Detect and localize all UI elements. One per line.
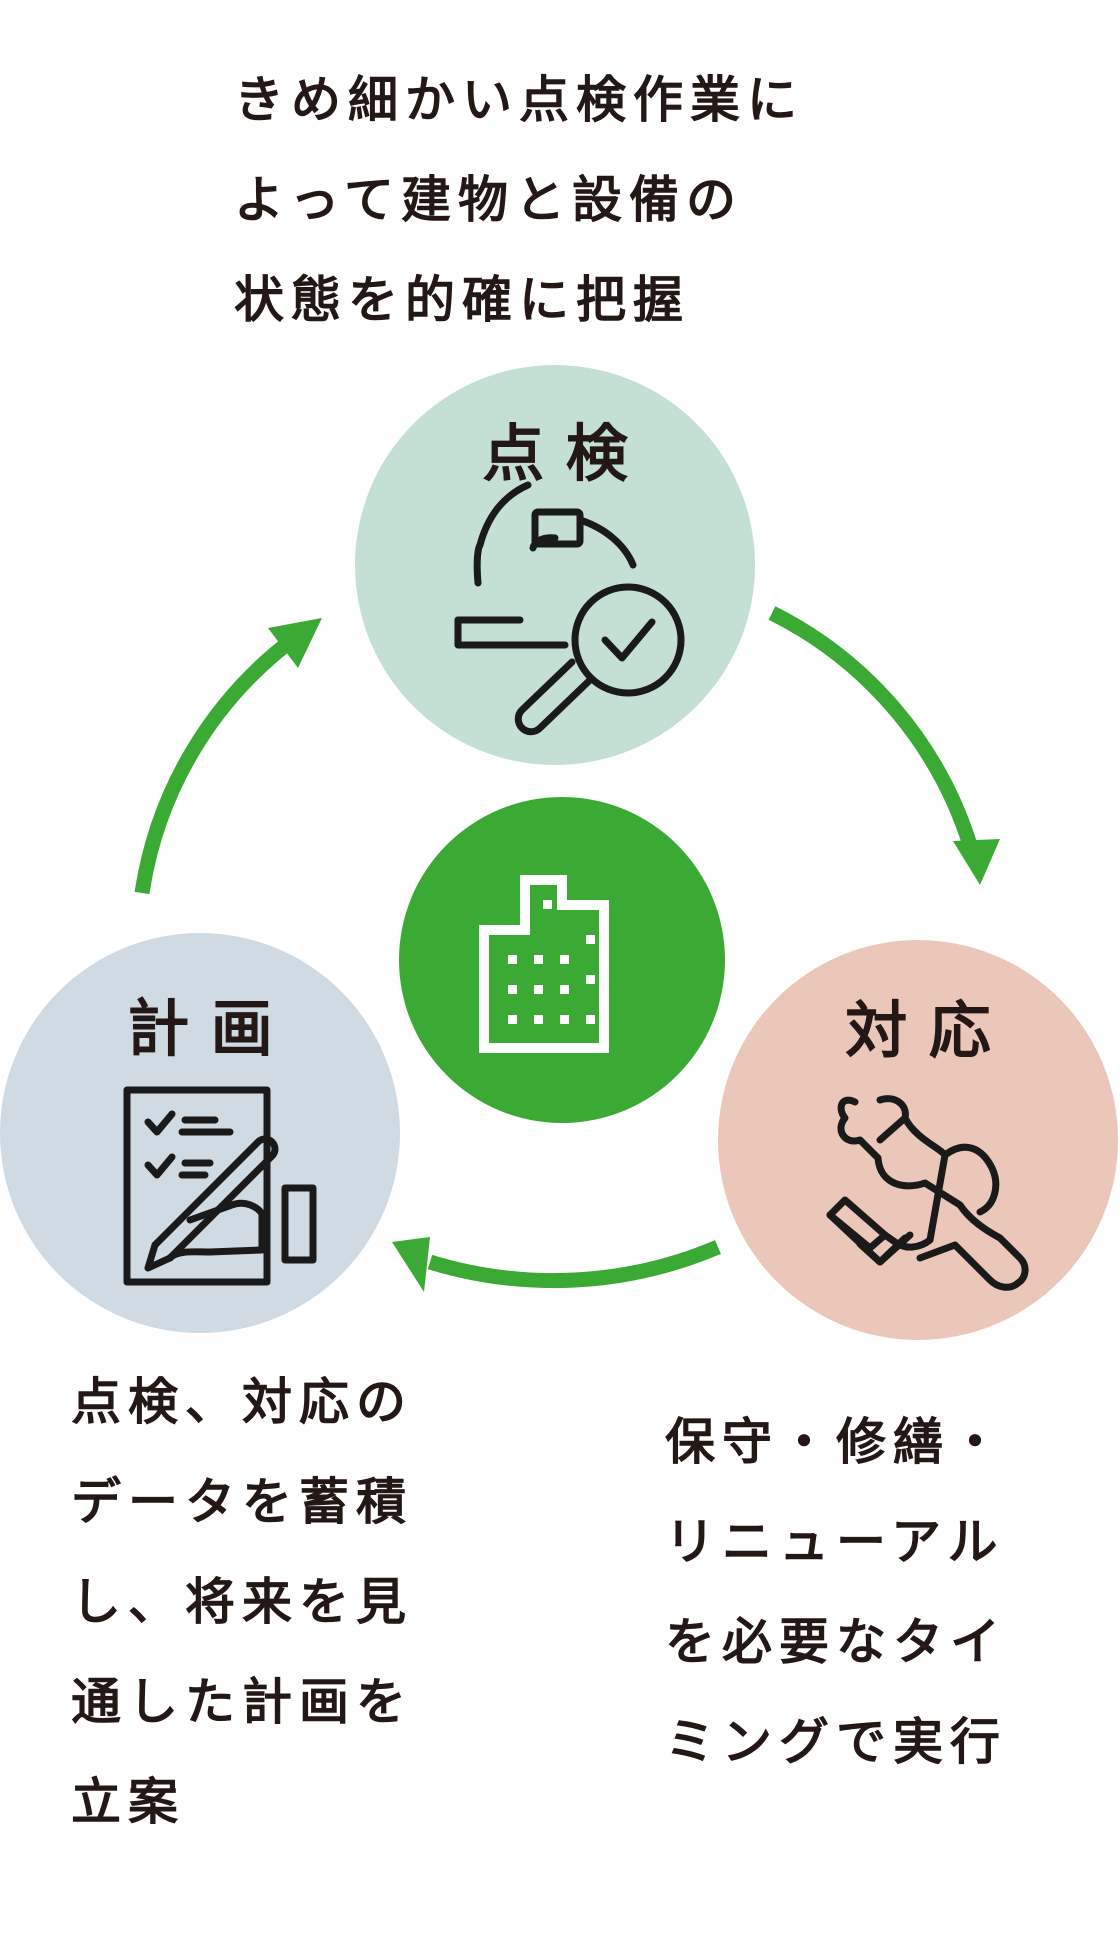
- intro-line: 状態を的確に把握: [234, 271, 690, 329]
- respond-desc-line: を必要なタイ: [665, 1613, 1007, 1671]
- plan-desc-line: 通した計画を: [71, 1673, 413, 1731]
- plan-desc-line: 立案: [71, 1773, 185, 1831]
- node-respond: 対 応: [718, 940, 1118, 1340]
- respond-desc-line: リニューアル: [665, 1513, 1005, 1571]
- node-plan: 計 画: [0, 933, 400, 1333]
- plan-description: 点検、対応の データを蓄積 し、将来を見 通した計画を 立案: [71, 1352, 413, 1852]
- plan-desc-line: 点検、対応の: [71, 1373, 413, 1431]
- respond-desc-line: ミングで実行: [665, 1713, 1007, 1771]
- node-respond-label: 対 応: [845, 994, 991, 1067]
- hardhat-magnifier-check-icon: [454, 481, 685, 736]
- arrow-head: [268, 618, 322, 668]
- node-plan-label: 計 画: [127, 992, 273, 1065]
- cycle-arrows: [134, 606, 1000, 1292]
- plan-desc-line: し、将来を見: [71, 1573, 413, 1631]
- node-center: [399, 797, 725, 1123]
- intro-text: きめ細かい点検作業に よって建物と設備の 状態を的確に把握: [234, 50, 804, 350]
- arrow-head: [953, 839, 1000, 885]
- respond-description: 保守・修繕・ リニューアル を必要なタイ ミングで実行: [665, 1392, 1007, 1792]
- node-inspect: 点 検: [355, 365, 755, 765]
- plan-desc-line: データを蓄積: [71, 1473, 413, 1531]
- building-icon: [479, 875, 609, 1053]
- clipboard-checklist-pen-icon: [123, 1086, 317, 1286]
- node-inspect-label: 点 検: [482, 417, 629, 490]
- intro-line: きめ細かい点検作業に: [234, 71, 804, 129]
- arrow-plan-to-inspect: [134, 634, 297, 895]
- intro-line: よって建物と設備の: [234, 171, 743, 229]
- respond-desc-line: 保守・修繕・: [665, 1413, 1007, 1471]
- arrow-inspect-to-respond: [768, 606, 978, 848]
- arrow-respond-to-plan: [427, 1240, 721, 1289]
- arrow-head: [392, 1237, 430, 1292]
- hand-wrench-icon: [826, 1095, 1029, 1291]
